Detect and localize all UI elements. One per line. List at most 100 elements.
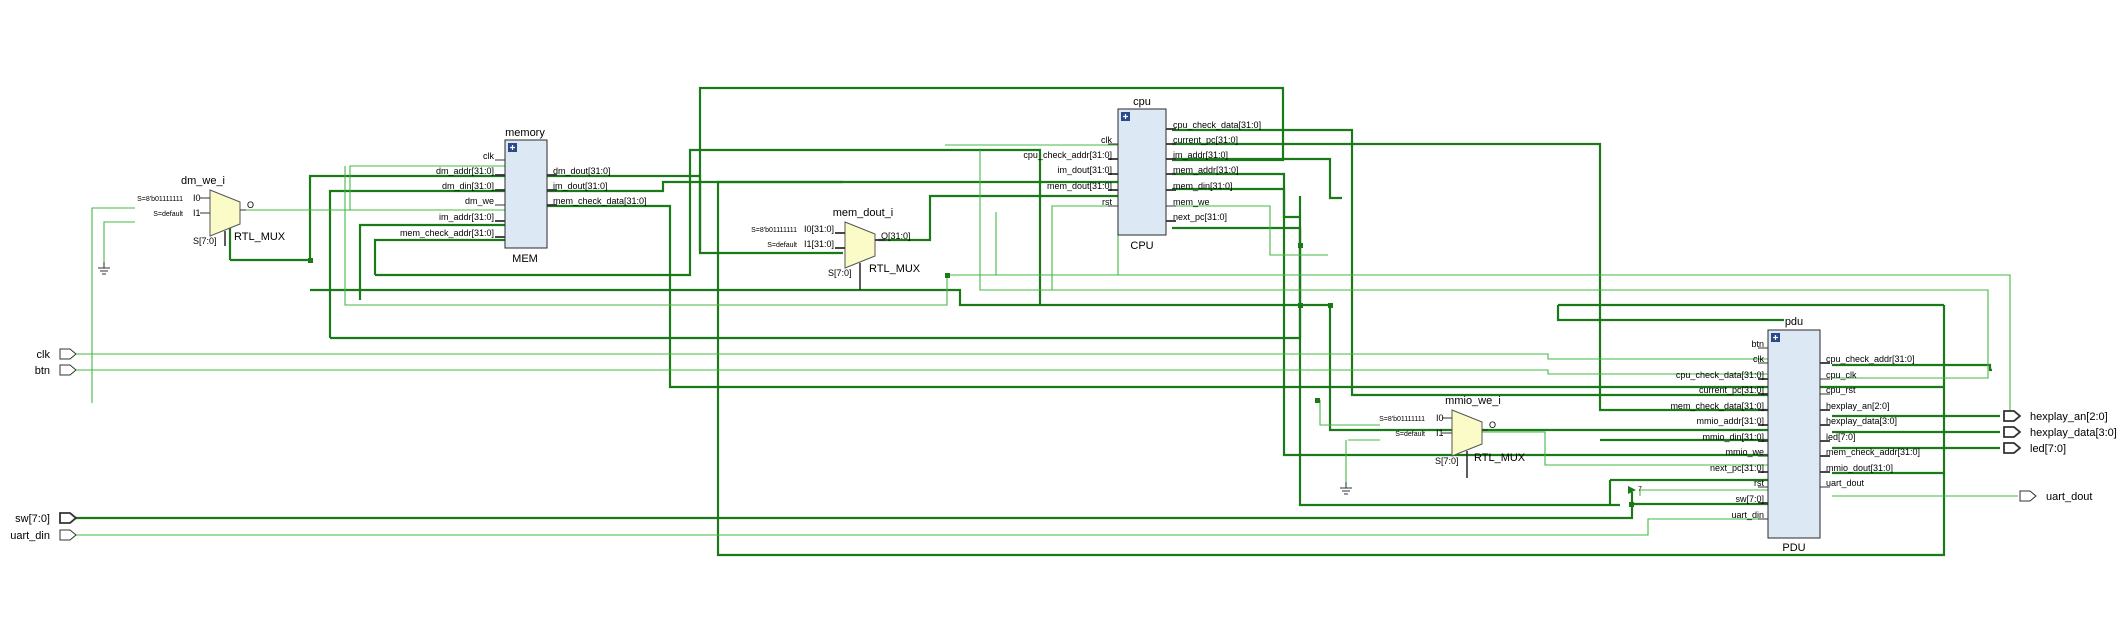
pdu-pin-clk: clk (1753, 354, 1764, 364)
net-im-addr (1172, 157, 1342, 200)
mmio-we-mux-instance: mmio_we_i (1445, 395, 1501, 407)
port-uart-din[interactable]: uart_din (10, 529, 77, 542)
wires (74, 86, 2018, 557)
pdu-pin-btn: btn (1751, 339, 1764, 349)
pdu-pin-cpu-clk: cpu_clk (1826, 370, 1857, 380)
mem-dout-mux-instance: mem_dout_i (833, 207, 894, 219)
pdu-pin-current-pc: current_pc[31:0] (1699, 385, 1764, 395)
top-ports: clk btn sw[7:0] uart_din hexplay_an[2:0]… (10, 348, 2117, 542)
net-long-3 (375, 148, 1042, 305)
net-cpu-clk (979, 150, 1989, 379)
pdu-pin-led: led[7:0] (1826, 432, 1856, 442)
net-mem-we (1170, 205, 1328, 256)
mem-dout-mux-i1: I1[31:0] (804, 239, 834, 249)
memory-instance-label: memory (505, 127, 545, 139)
port-sw[interactable]: sw[7:0] (15, 512, 78, 525)
net-uart-din[interactable] (74, 518, 1768, 536)
mem-dout-mux-i0: I0[31:0] (804, 224, 834, 234)
thin-nets (74, 144, 2018, 536)
pdu-body (1767, 329, 1821, 539)
net-btn[interactable] (74, 369, 1768, 375)
pdu-pin-mmio-dout: mmio_dout[31:0] (1826, 463, 1893, 473)
cpu-pin-mem-dout: mem_dout[31:0] (1047, 181, 1112, 191)
mmio-we-mux-out: O (1489, 420, 1496, 430)
mem-dout-mux[interactable]: mem_dout_i I0[31:0] I1[31:0] O[31:0] S[7… (751, 207, 921, 290)
expand-icon[interactable] (508, 143, 517, 152)
mmio-we-mux-s0: S=8'b01111111 (1379, 416, 1425, 423)
memory-pin-dm-din: dm_din[31:0] (442, 181, 494, 191)
net-pdu-top-loop-2 (1556, 305, 1784, 322)
expand-icon-cpu[interactable] (1121, 112, 1130, 121)
cpu-pin-clk: clk (1101, 135, 1112, 145)
junctions (308, 243, 1634, 507)
net-memory-clk (344, 166, 948, 306)
net-cpu-clk-in (947, 144, 1119, 276)
ground-icon-2 (1340, 482, 1352, 495)
port-clk[interactable]: clk (37, 348, 77, 361)
dm-we-mux-s1: S=default (153, 211, 183, 218)
net-gnd-1 (103, 221, 135, 268)
memory-pin-mem-check-data: mem_check_data[31:0] (553, 196, 647, 206)
dm-we-mux[interactable]: dm_we_i I0 I1 O S[7:0] S=8'b01111111 S=d… (137, 175, 286, 246)
mmio-we-mux-sel: S[7:0] (1435, 456, 1459, 466)
net-mem-din (1172, 187, 1768, 457)
memory-pin-dm-addr: dm_addr[31:0] (436, 166, 494, 176)
port-hexplay-an[interactable]: hexplay_an[2:0] (2003, 410, 2108, 423)
pdu-pin-mem-check-addr: mem_check_addr[31:0] (1826, 447, 1920, 457)
net-pdu-rst (1639, 489, 1768, 496)
mmio-we-mux-cell: RTL_MUX (1474, 452, 1526, 464)
cpu-pin-mem-addr: mem_addr[31:0] (1173, 165, 1239, 175)
mmio-we-mux-i1: I1 (1436, 428, 1444, 438)
expand-icon-pdu[interactable] (1771, 333, 1780, 342)
port-clk-label: clk (37, 349, 51, 361)
pdu-pin-uart-dout: uart_dout (1826, 478, 1865, 488)
cpu-pin-mem-din: mem_din[31:0] (1173, 181, 1233, 191)
bus-ripper: 7 (1628, 486, 1642, 494)
net-dm-dout[interactable] (507, 174, 843, 255)
pdu-pin-cpu-check-addr: cpu_check_addr[31:0] (1826, 354, 1915, 364)
port-btn[interactable]: btn (35, 364, 77, 377)
mem-dout-mux-sel: S[7:0] (828, 268, 852, 278)
cpu-block[interactable]: cpu CPU clk cpu_check_addr[31:0] im_dout… (1023, 96, 1261, 252)
net-mem-dout (878, 194, 1118, 242)
port-hexplay-data-label: hexplay_data[3:0] (2030, 427, 2117, 439)
net-cpu-check-addr (1832, 363, 1992, 372)
memory-block[interactable]: memory MEM clk dm_addr[31:0] dm_din[31:0… (400, 127, 647, 265)
net-long-1 (310, 288, 1333, 307)
port-uart-dout[interactable]: uart_dout (2019, 490, 2092, 503)
mem-dout-mux-s0: S=8'b01111111 (751, 227, 797, 234)
net-mmio-dout (716, 180, 1946, 557)
net-current-pc[interactable] (1172, 142, 1768, 412)
net-mmio-addr (1328, 305, 1768, 432)
dm-we-mux-s0: S=8'b01111111 (137, 196, 183, 203)
pdu-pin-mmio-din: mmio_din[31:0] (1702, 432, 1764, 442)
port-btn-label: btn (35, 365, 50, 377)
cpu-pin-cpu-check-addr: cpu_check_addr[31:0] (1023, 150, 1112, 160)
net-mmio-we-sel (1319, 400, 1380, 426)
dm-we-mux-instance: dm_we_i (181, 175, 225, 187)
port-hexplay-an-label: hexplay_an[2:0] (2030, 411, 2108, 423)
net-dm-addr (308, 174, 505, 260)
net-clk[interactable] (74, 353, 1768, 360)
memory-pin-im-dout: im_dout[31:0] (553, 181, 608, 191)
net-mem-check-data (507, 204, 1945, 389)
dm-we-mux-i1: I1 (193, 208, 201, 218)
net-im-addr-in (358, 223, 505, 300)
net-im-dout (507, 180, 1118, 193)
port-hexplay-data[interactable]: hexplay_data[3:0] (2003, 426, 2117, 439)
dm-we-mux-out: O (247, 200, 254, 210)
pdu-pin-rst: rst (1754, 478, 1764, 488)
net-cpu-check-data[interactable] (1172, 128, 1768, 397)
pdu-pin-mem-check-data: mem_check_data[31:0] (1670, 401, 1764, 411)
cpu-pin-im-addr: im_addr[31:0] (1173, 150, 1228, 160)
cpu-pin-cpu-check-data: cpu_check_data[31:0] (1173, 120, 1261, 130)
dm-we-mux-sel: S[7:0] (193, 236, 217, 246)
cpu-pin-rst: rst (1102, 197, 1112, 207)
pdu-cell-label: PDU (1782, 542, 1805, 554)
pdu-block[interactable]: pdu PDU (1670, 316, 1920, 554)
port-led[interactable]: led[7:0] (2003, 442, 2066, 455)
mem-dout-mux-out: O[31:0] (881, 231, 911, 241)
mmio-we-mux[interactable]: mmio_we_i I0 I1 O S[7:0] S=8'b01111111 S… (1379, 395, 1526, 478)
net-cpu-rst-in (1051, 205, 1118, 290)
